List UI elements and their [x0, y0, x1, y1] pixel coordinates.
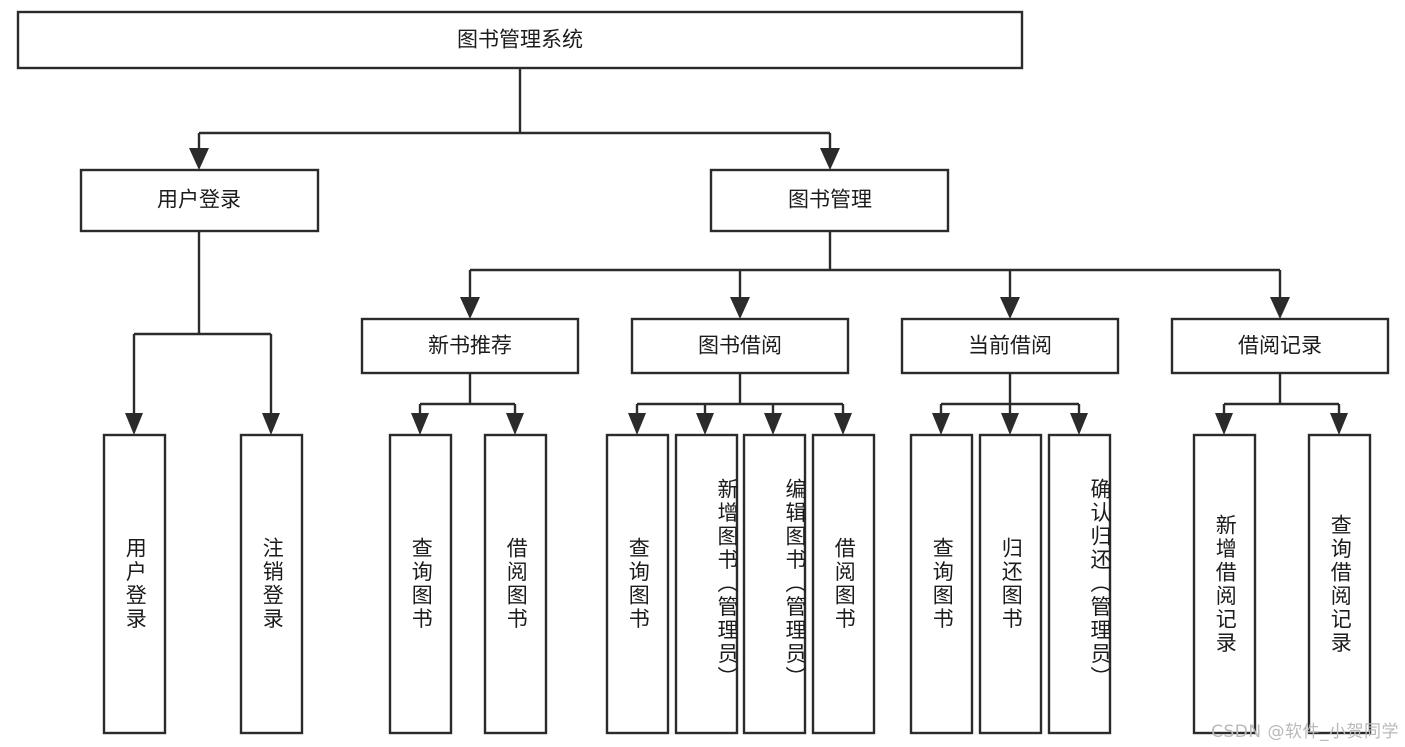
- arrow-book-borrow: [730, 297, 750, 319]
- arrow-leaf-user-login: [125, 413, 143, 435]
- node-root[interactable]: [16, 10, 1024, 70]
- arrow-leaf-query-record: [1330, 413, 1348, 435]
- arrow-new-book-recommend: [460, 297, 480, 319]
- node-leaf-borrow-book-1[interactable]: [483, 433, 548, 735]
- arrow-leaf-borrow-book-2: [834, 413, 852, 435]
- csdn-watermark: CSDN @软件_小贺同学: [1211, 722, 1399, 742]
- node-leaf-query-book-1[interactable]: [388, 433, 453, 735]
- node-new-book-recommend[interactable]: [360, 317, 580, 375]
- node-leaf-query-book-2[interactable]: [605, 433, 670, 735]
- arrow-leaf-query-book-2: [628, 413, 646, 435]
- node-leaf-query-record[interactable]: [1307, 433, 1372, 735]
- node-user-login-label: 用户登录: [157, 189, 241, 212]
- node-root-label: 图书管理系统: [457, 29, 583, 52]
- arrow-leaf-borrow-book-1: [506, 413, 524, 435]
- arrow-leaf-confirm-return: [1070, 413, 1088, 435]
- node-current-borrow[interactable]: [900, 317, 1120, 375]
- arrow-leaf-query-book-3: [932, 413, 950, 435]
- node-current-borrow-label: 当前借阅: [968, 335, 1052, 358]
- arrow-current-borrow: [1000, 297, 1020, 319]
- node-borrow-record-label: 借阅记录: [1238, 335, 1322, 358]
- node-layer: 图书管理系统 用户登录 图书管理 新书推荐 图书借阅 当前借阅 借阅记录: [16, 10, 1390, 735]
- node-leaf-confirm-return[interactable]: [1047, 433, 1112, 735]
- node-leaf-query-book-3[interactable]: [909, 433, 974, 735]
- node-book-borrow[interactable]: [630, 317, 850, 375]
- arrow-leaf-add-record: [1215, 413, 1233, 435]
- node-leaf-user-logout[interactable]: [239, 433, 304, 735]
- arrow-borrow-record: [1270, 297, 1290, 319]
- arrow-root-to-user-login: [189, 148, 209, 170]
- node-leaf-add-book[interactable]: [674, 433, 739, 735]
- arrow-root-to-book-management: [820, 148, 840, 170]
- node-leaf-add-record[interactable]: [1192, 433, 1257, 735]
- connector-layer: [125, 68, 1348, 435]
- arrow-leaf-edit-book: [764, 413, 782, 435]
- arrow-leaf-user-logout: [262, 413, 280, 435]
- arrow-leaf-return-book: [1001, 413, 1019, 435]
- node-book-management[interactable]: [709, 168, 950, 233]
- node-book-management-label: 图书管理: [788, 189, 872, 212]
- node-leaf-return-book[interactable]: [978, 433, 1043, 735]
- node-user-login[interactable]: [79, 168, 320, 233]
- node-leaf-borrow-book-2[interactable]: [811, 433, 876, 735]
- node-new-book-recommend-label: 新书推荐: [428, 335, 512, 358]
- node-leaf-user-login[interactable]: [102, 433, 167, 735]
- arrow-leaf-query-book-1: [411, 413, 429, 435]
- node-book-borrow-label: 图书借阅: [698, 335, 782, 358]
- node-borrow-record[interactable]: [1170, 317, 1390, 375]
- node-leaf-edit-book[interactable]: [742, 433, 807, 735]
- arrow-leaf-add-book: [696, 413, 714, 435]
